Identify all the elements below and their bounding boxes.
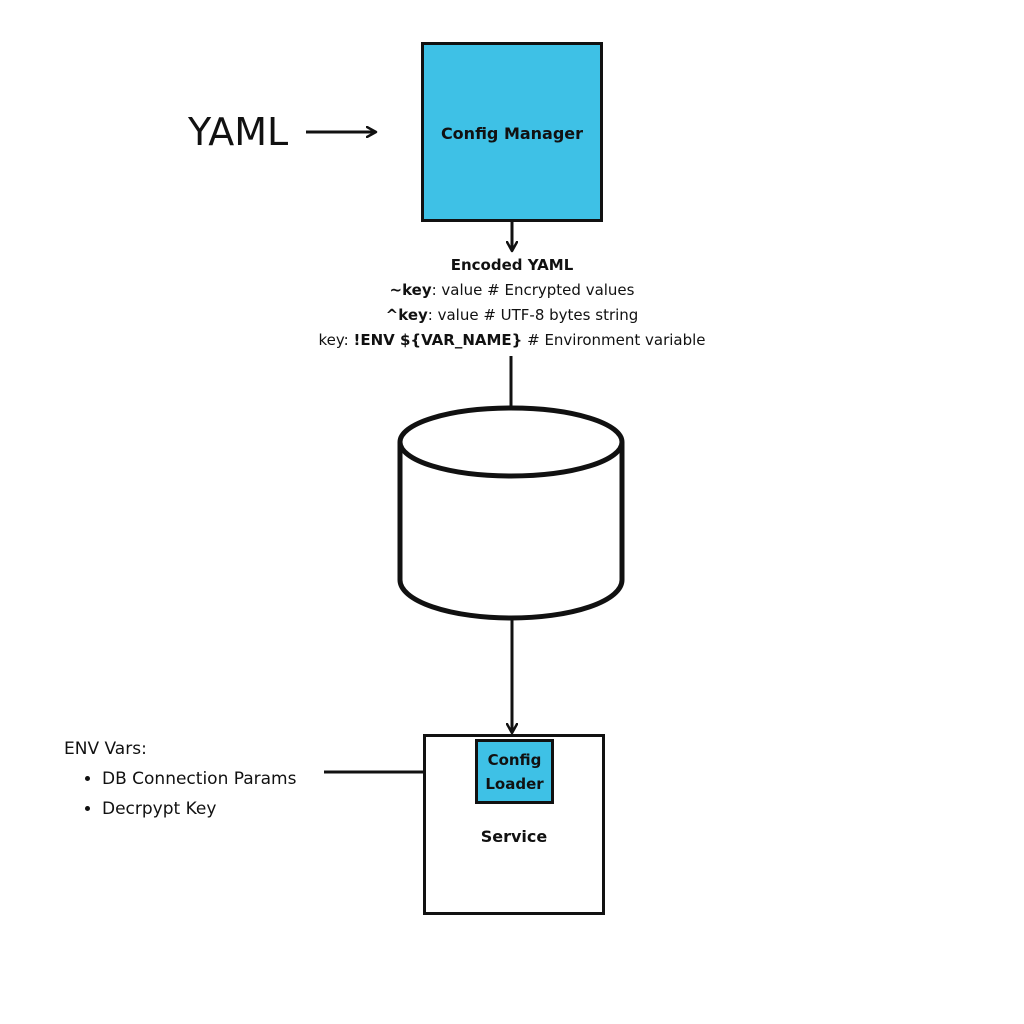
config-loader-label-line2: Loader bbox=[485, 774, 544, 793]
encoded-line-env-prefix: key: bbox=[318, 331, 354, 349]
config-manager-box: Config Manager bbox=[421, 42, 603, 222]
encoded-line-bytes: ^key: value # UTF-8 bytes string bbox=[280, 303, 744, 328]
encoded-line-env-tag: !ENV ${VAR_NAME} bbox=[353, 331, 523, 349]
env-var-item: DB Connection Params bbox=[102, 764, 296, 794]
encoded-line-env: key: !ENV ${VAR_NAME} # Environment vari… bbox=[280, 328, 744, 353]
database-icon bbox=[397, 405, 625, 621]
env-vars-list: DB Connection Params Decrpypt Key bbox=[64, 764, 296, 824]
encoded-line-bytes-rest: : value # UTF-8 bytes string bbox=[427, 306, 639, 324]
encoded-line-bytes-key: ^key bbox=[385, 306, 428, 324]
encoded-line-encrypted: ~key: value # Encrypted values bbox=[280, 278, 744, 303]
encoded-line-encrypted-key: ~key bbox=[389, 281, 432, 299]
env-vars-title: ENV Vars: bbox=[64, 739, 147, 759]
env-var-item: Decrpypt Key bbox=[102, 794, 296, 824]
yaml-input-label: YAML bbox=[188, 110, 289, 154]
encoded-line-env-rest: # Environment variable bbox=[522, 331, 706, 349]
config-manager-label: Config Manager bbox=[440, 124, 584, 143]
config-loader-label-line1: Config bbox=[487, 750, 542, 769]
encoded-yaml-block: Encoded YAML ~key: value # Encrypted val… bbox=[280, 253, 744, 353]
service-label: Service bbox=[480, 827, 548, 846]
encoded-yaml-title: Encoded YAML bbox=[450, 256, 574, 274]
config-loader-box: Config Loader bbox=[475, 739, 554, 804]
encoded-line-encrypted-rest: : value # Encrypted values bbox=[431, 281, 635, 299]
env-vars-block: ENV Vars: DB Connection Params Decrpypt … bbox=[64, 734, 296, 824]
